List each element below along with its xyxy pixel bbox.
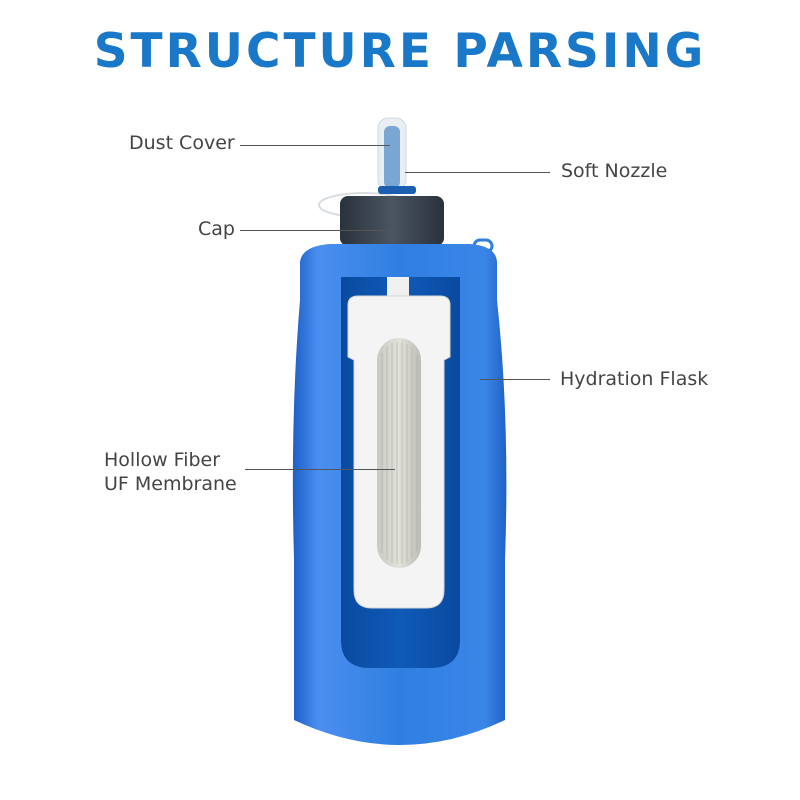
dust-cover-leader [240,145,390,146]
cap-leader [240,230,390,231]
label-cap: Cap [198,218,235,240]
label-soft-nozzle: Soft Nozzle [561,160,668,182]
cap [340,196,444,246]
label-membrane-line2: UF Membrane [104,473,237,495]
soft-nozzle-leader [405,172,550,173]
label-dust-cover: Dust Cover [129,132,235,154]
page-title: STRUCTURE PARSING [93,24,707,79]
label-hydration-flask: Hydration Flask [560,368,709,390]
label-membrane-line1: Hollow Fiber [104,449,221,471]
membrane-leader [245,469,395,470]
hydration-flask-leader [480,379,550,380]
dust-cover [318,117,416,218]
